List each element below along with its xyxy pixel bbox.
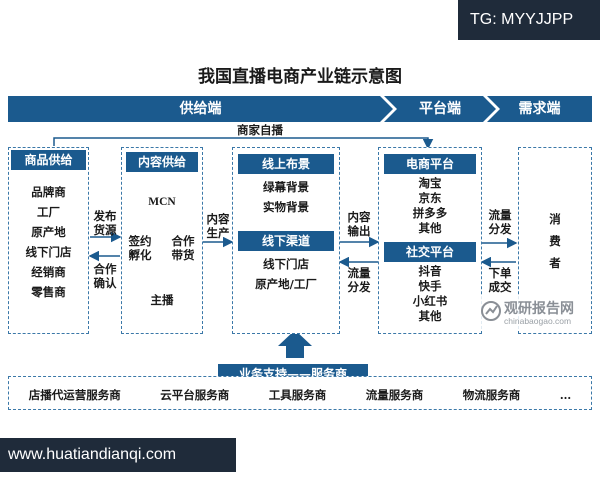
label-line: 确认 [93, 276, 117, 290]
ecommerce-platform-item: 京东 [418, 191, 442, 205]
goods-item: 品牌商 [31, 185, 66, 199]
social-platform-item: 抖音 [418, 264, 442, 278]
offline-channel-item: 线下门店 [263, 257, 309, 271]
scene-box: 线上布景 绿幕背景 实物背景 线下渠道 线下门店 原产地/工厂 [232, 147, 340, 334]
goods-item: 原产地 [31, 225, 66, 239]
label-content-output: 内容 输出 [342, 210, 376, 238]
goods-item: 工厂 [37, 205, 60, 219]
label-line: 流量 [488, 208, 512, 222]
band-demand: 需求端 [487, 96, 592, 122]
watermark-logo: 观研报告网 chinabaogao.com [480, 296, 580, 330]
label-line: 分发 [488, 222, 512, 236]
label-line: 合作 [171, 234, 195, 248]
ecommerce-platform-item: 其他 [418, 221, 442, 235]
goods-item: 线下门店 [25, 245, 72, 259]
band-platform: 平台端 [384, 96, 496, 122]
label-line: 带货 [171, 248, 195, 262]
label-line: 输出 [347, 224, 371, 238]
goods-item: 零售商 [31, 285, 66, 299]
content-supply-box: 内容供给 [121, 147, 203, 334]
social-platform-item: 其他 [418, 309, 442, 323]
content-host: 主播 [150, 293, 174, 307]
label-content-production: 内容 生产 [204, 212, 232, 240]
social-platform-header: 社交平台 [384, 242, 476, 262]
consumer-char: 费 [549, 234, 561, 248]
label-line: 发布 [93, 209, 117, 223]
service-item: 工具服务商 [268, 388, 327, 402]
services-box: 店播代运营服务商 云平台服务商 工具服务商 流量服务商 物流服务商 … [8, 376, 592, 410]
label-confirm: 合作 确认 [90, 262, 120, 290]
label-line: 流量 [347, 266, 371, 280]
label-publish-source: 发布 货源 [90, 209, 120, 237]
online-scene-header: 线上布景 [238, 154, 334, 174]
band-supply: 供给端 [8, 96, 393, 122]
service-item: 流量服务商 [365, 388, 424, 402]
offline-channel-header: 线下渠道 [238, 231, 334, 251]
logo-icon [481, 301, 501, 321]
watermark-tag: TG: MYYJJPP [458, 0, 600, 40]
label-line: 生产 [206, 226, 230, 240]
label-line: 分发 [347, 280, 371, 294]
label-line: 孵化 [128, 248, 152, 262]
label-line: 内容 [347, 210, 371, 224]
watermark-bottom: www.huatiandianqi.com [0, 438, 236, 472]
ecommerce-platform-item: 拼多多 [412, 206, 448, 220]
label-line: 下单 [488, 266, 512, 280]
ecommerce-platform-header: 电商平台 [384, 154, 476, 174]
label-right-distribute: 流量 分发 [484, 208, 516, 236]
label-line: 内容 [206, 212, 230, 226]
label-line: 货源 [93, 223, 117, 237]
goods-supply-box: 商品供给 品牌商 工厂 原产地 线下门店 经销商 零售商 [8, 147, 89, 334]
label-line: 签约 [128, 234, 152, 248]
service-item: 云平台服务商 [160, 388, 230, 402]
ecommerce-platform-item: 淘宝 [418, 176, 442, 190]
label-line: 成交 [488, 280, 512, 294]
logo-url: chinabaogao.com [504, 316, 572, 326]
platforms-box: 电商平台 淘宝 京东 拼多多 其他 社交平台 抖音 快手 小红书 其他 [378, 147, 482, 334]
label-traffic-distribute: 流量 分发 [342, 266, 376, 294]
diagram-title: 我国直播电商产业链示意图 [198, 67, 402, 87]
label-line: 合作 [93, 262, 117, 276]
service-item: 物流服务商 [462, 388, 521, 402]
online-scene-item: 实物背景 [263, 200, 309, 214]
social-platform-item: 快手 [418, 279, 442, 293]
label-order-deal: 下单 成交 [484, 266, 516, 294]
service-item: … [559, 388, 572, 402]
goods-supply-header: 商品供给 [11, 150, 86, 170]
offline-channel-item: 原产地/工厂 [255, 277, 317, 291]
label-coop-sell: 合作 带货 [169, 234, 197, 262]
online-scene-item: 绿幕背景 [263, 180, 309, 194]
service-item: 店播代运营服务商 [28, 388, 121, 402]
social-platform-item: 小红书 [412, 294, 448, 308]
label-self-broadcast: 商家自播 [237, 123, 283, 137]
label-sign-incubate: 签约 孵化 [126, 234, 154, 262]
content-supply-header: 内容供给 [126, 152, 198, 172]
content-mcn: MCN [148, 196, 176, 208]
consumer-char: 者 [549, 256, 561, 270]
logo-name: 观研报告网 [504, 301, 574, 317]
goods-item: 经销商 [31, 265, 66, 279]
consumer-char: 消 [549, 212, 561, 226]
